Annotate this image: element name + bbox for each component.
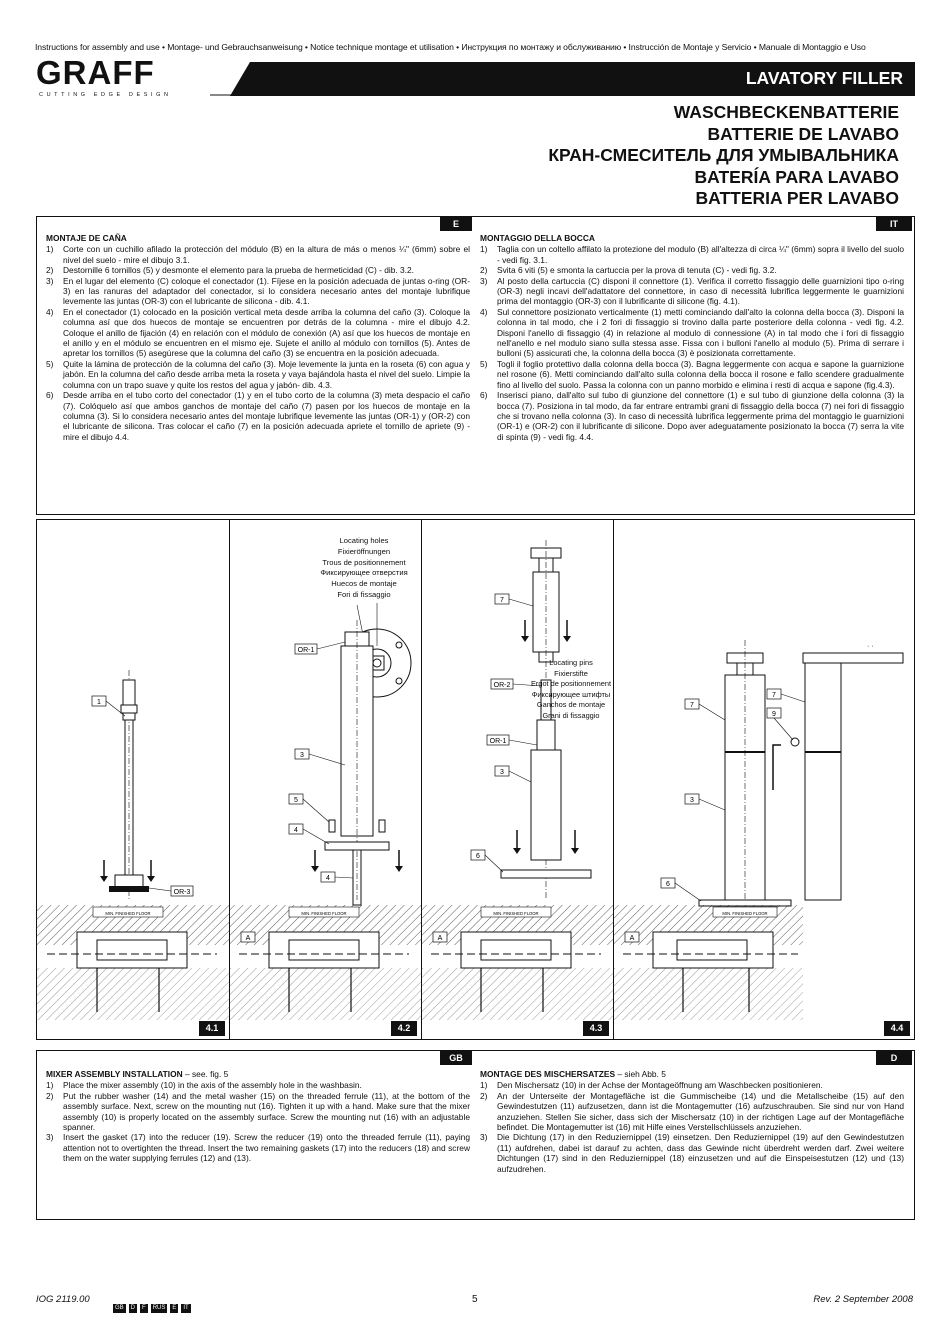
lang-tag-es: E xyxy=(440,217,472,231)
callout-9: 9 xyxy=(772,711,776,718)
lang-badge: RUS xyxy=(150,1304,168,1313)
gb-heading: MIXER ASSEMBLY INSTALLATION – see. fig. … xyxy=(46,1069,229,1079)
list-item: 1)Den Mischersatz (10) in der Achse der … xyxy=(480,1080,823,1091)
callout-5: 5 xyxy=(294,797,298,804)
es-steps: 1)Corte con un cuchillo afilado la prote… xyxy=(46,244,470,442)
callout-6: 6 xyxy=(666,881,670,888)
title-fr: BATTERIE DE LAVABO xyxy=(707,123,899,144)
es-instructions: MONTAJE DE CAÑA 1)Corte con un cuchillo … xyxy=(46,233,470,442)
floor-label: MIN. FINISHED FLOOR xyxy=(105,911,150,916)
logo-text: GRAFF xyxy=(36,58,155,91)
floor-label: MIN. FINISHED FLOOR xyxy=(301,911,346,916)
callout-3: 3 xyxy=(300,752,304,759)
title-ru: КРАН-СМЕСИТЕЛЬ ДЛЯ УМЫВАЛЬНИКА xyxy=(548,145,899,165)
list-item: 2)An der Unterseite der Montagefläche is… xyxy=(480,1090,904,1133)
floor-label: MIN. FINISHED FLOOR xyxy=(722,911,767,916)
callout-3: 3 xyxy=(690,797,694,804)
list-item: 6)Desde arriba en el tubo corto del cone… xyxy=(46,390,470,442)
callout-6: 6 xyxy=(476,853,480,860)
list-item: 4)En el conectador (1) colocado en la po… xyxy=(46,306,470,359)
figure-4-1: MIN. FINISHED FLOOR 1 OR-3 4.1 xyxy=(37,520,230,1039)
instructions-top-section xyxy=(36,216,915,515)
lang-tag-it: IT xyxy=(876,217,912,231)
graff-logo: GRAFF CUTTING EDGE DESIGN xyxy=(36,58,172,98)
figure-label-4-4: 4.4 xyxy=(884,1021,910,1036)
d-instructions: MONTAGE DES MISCHERSATZES – sieh Abb. 5 … xyxy=(480,1069,904,1174)
locating-holes-caption: Locating holes Fixieröffnungen Trous de … xyxy=(320,536,408,599)
callout-1: 1 xyxy=(97,699,101,706)
header-languages-line: Instructions for assembly and use • Mont… xyxy=(35,42,866,52)
figures-panel: MIN. FINISHED FLOOR 1 OR-3 4.1 Locating … xyxy=(36,519,915,1040)
doc-code: IOG 2119.00 xyxy=(36,1294,90,1305)
figure-4-2: Locating holes Fixieröffnungen Trous de … xyxy=(229,520,422,1039)
title-de: WASCHBECKENBATTERIE xyxy=(673,102,899,122)
logo-tagline: CUTTING EDGE DESIGN xyxy=(39,92,172,98)
figure-label-4-2: 4.2 xyxy=(391,1021,417,1036)
instructions-bottom-section xyxy=(36,1050,915,1220)
svg-text:· ·: · · xyxy=(867,643,874,650)
list-item: 1)Corte con un cuchillo afilado la prote… xyxy=(46,244,470,265)
callout-4b: 4 xyxy=(326,875,330,882)
page-number: 5 xyxy=(472,1294,478,1305)
list-item: 2)Put the rubber washer (14) and the met… xyxy=(46,1090,470,1133)
product-titles: WASCHBECKENBATTERIE BATTERIE DE LAVABO К… xyxy=(548,102,899,210)
callout-or1: OR-1 xyxy=(490,738,507,745)
list-item: 3)En el lugar del elemento (C) coloque e… xyxy=(46,275,470,307)
locating-pins-caption: Locating pins Fixierstifte Ergot de posi… xyxy=(530,658,612,720)
figure-4-2-drawing: MIN. FINISHED FLOOR OR-1 3 5 4 4 xyxy=(229,603,421,1020)
callout-or2: OR-2 xyxy=(494,682,511,689)
gb-steps: 1)Place the mixer assembly (10) in the a… xyxy=(46,1080,470,1163)
it-steps: 1)Taglia con un coltello affilato la pro… xyxy=(480,244,904,442)
d-steps: 1)Den Mischersatz (10) in der Achse der … xyxy=(480,1080,904,1174)
gb-instructions: MIXER ASSEMBLY INSTALLATION – see. fig. … xyxy=(46,1069,470,1164)
callout-7b: 7 xyxy=(772,692,776,699)
title-banner xyxy=(210,62,915,96)
list-item: 3)Insert the gasket (17) into the reduce… xyxy=(46,1132,470,1164)
banner-title: LAVATORY FILLER xyxy=(745,68,903,88)
lang-badge: E xyxy=(170,1304,179,1313)
lang-badge: IT xyxy=(181,1304,191,1313)
figure-4-4: · · MIN. FINISHED FLOOR 7 3 6 xyxy=(613,520,914,1039)
figure-label-4-3: 4.3 xyxy=(583,1021,609,1036)
list-item: 1)Place the mixer assembly (10) in the a… xyxy=(46,1080,362,1091)
d-heading: MONTAGE DES MISCHERSATZES – sieh Abb. 5 xyxy=(480,1069,666,1079)
callout-3: 3 xyxy=(500,769,504,776)
it-heading: MONTAGGIO DELLA BOCCA xyxy=(480,233,595,243)
list-item: 1)Taglia con un coltello affilato la pro… xyxy=(480,244,904,265)
es-heading: MONTAJE DE CAÑA xyxy=(46,233,127,243)
title-it: BATTERIA PER LAVABO xyxy=(695,188,899,208)
callout-or1: OR-1 xyxy=(298,647,315,654)
figure-4-4-drawing: · · MIN. FINISHED FLOOR 7 3 6 xyxy=(613,640,904,1020)
list-item: 5)Togli il foglio protettivo dalla colon… xyxy=(480,358,904,390)
list-item: 3)Al posto della cartuccia (C) disponi i… xyxy=(480,275,904,307)
list-item: 4)Sul connettore posizionato verticalmen… xyxy=(480,306,904,359)
callout-or3: OR-3 xyxy=(174,889,191,896)
floor-label: MIN. FINISHED FLOOR xyxy=(493,911,538,916)
figure-4-3: Locating pins Fixierstifte Ergot de posi… xyxy=(421,520,614,1039)
list-item: 3)Die Dichtung (17) in den Reduziernippe… xyxy=(480,1132,904,1174)
callout-a: A xyxy=(630,935,635,942)
figure-4-1-drawing: MIN. FINISHED FLOOR 1 OR-3 xyxy=(37,670,229,1020)
callout-7: 7 xyxy=(690,702,694,709)
lang-badge: D xyxy=(128,1304,138,1313)
list-item: 6)Inserisci piano, dall'alto sul tubo di… xyxy=(480,390,904,442)
callout-a: A xyxy=(438,935,443,942)
it-instructions: MONTAGGIO DELLA BOCCA 1)Taglia con un co… xyxy=(480,233,904,442)
title-es: BATERÍA PARA LAVABO xyxy=(694,166,899,187)
list-item: 2)Destornille 6 tornillos (5) y desmonte… xyxy=(46,265,414,276)
callout-4: 4 xyxy=(294,827,298,834)
lang-badge: GB xyxy=(113,1304,126,1313)
lang-badge: F xyxy=(140,1304,148,1313)
callout-7: 7 xyxy=(500,597,504,604)
revision-date: Rev. 2 September 2008 xyxy=(813,1294,913,1305)
list-item: 2)Svita 6 viti (5) e smonta la cartuccia… xyxy=(480,265,777,276)
list-item: 5)Quite la lámina de protección de la co… xyxy=(46,358,470,390)
lang-tag-d: D xyxy=(876,1051,912,1065)
figure-4-3-drawing: MIN. FINISHED FLOOR 7 OR-2 OR-1 3 6 xyxy=(421,540,613,1020)
figure-label-4-1: 4.1 xyxy=(199,1021,225,1036)
lang-tag-gb: GB xyxy=(440,1051,472,1065)
callout-a: A xyxy=(246,935,251,942)
